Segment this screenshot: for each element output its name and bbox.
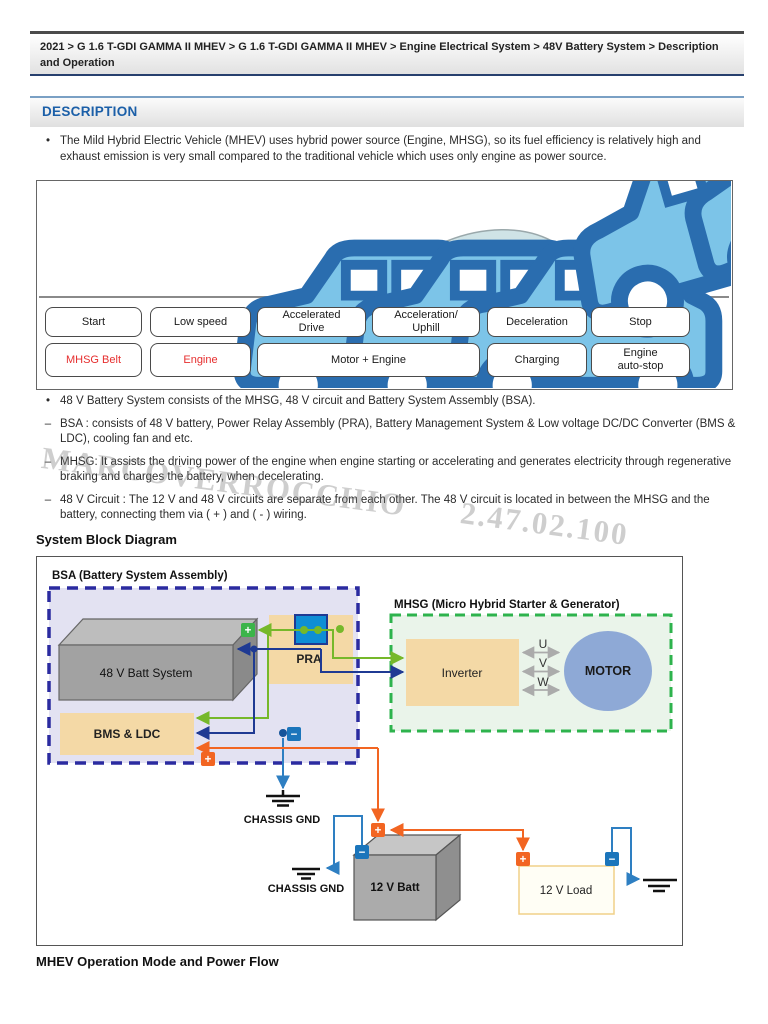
chassis-gnd-label-1: CHASSIS GND — [244, 814, 320, 826]
bms-ldc-block: BMS & LDC — [60, 713, 194, 755]
plus-terminal-icon — [201, 752, 215, 766]
battery-12v-block: 12 V Batt — [352, 833, 462, 922]
mode-cell-stop: Stop — [591, 307, 690, 337]
plus-sign: + — [205, 754, 212, 766]
inverter-label: Inverter — [442, 666, 483, 680]
power-cell-mhsg-belt: MHSG Belt — [45, 343, 142, 377]
minus-sign: − — [291, 729, 298, 741]
mode-cell-start: Start — [45, 307, 142, 337]
chassis-ground-icon — [292, 867, 320, 880]
mode-cell-accelerated-drive: Accelerated Drive — [257, 307, 366, 337]
relay-contact-dot — [300, 626, 308, 634]
mhsg-title: MHSG (Micro Hybrid Starter & Generator) — [394, 599, 620, 611]
phase-u-label: U — [539, 637, 548, 651]
bullet-marker: – — [44, 455, 52, 468]
chassis-gnd-label-2: CHASSIS GND — [268, 883, 344, 895]
pra-label: PRA — [296, 652, 322, 666]
power-cell-charging: Charging — [487, 343, 587, 377]
bullet-text: BSA : consists of 48 V battery, Power Re… — [60, 417, 736, 446]
driving-mode-illustration — [39, 181, 731, 388]
bullet-text: MHSG: It assists the driving power of th… — [60, 455, 732, 484]
bsa-title: BSA (Battery System Assembly) — [52, 570, 228, 582]
list-item: – BSA : consists of 48 V battery, Power … — [36, 417, 738, 448]
driving-mode-figure: Start Low speed Accelerated Drive Accele… — [36, 180, 733, 390]
relay-contact-dot — [314, 626, 322, 634]
relay-contact-dot — [336, 625, 344, 633]
bullet-text: 48 V Circuit : The 12 V and 48 V circuit… — [60, 493, 710, 522]
bullet-text: The Mild Hybrid Electric Vehicle (MHEV) … — [60, 135, 701, 163]
plus-sign: + — [520, 854, 527, 866]
section-header: DESCRIPTION — [30, 96, 744, 127]
system-block-diagram-svg: BSA (Battery System Assembly) MHSG (Micr… — [47, 570, 677, 922]
list-item: – MHSG: It assists the driving power of … — [36, 455, 738, 486]
motor-label: MOTOR — [585, 664, 631, 678]
bullet-marker: – — [44, 417, 52, 430]
top-divider-bar — [30, 31, 744, 34]
intro-bullet: • The Mild Hybrid Electric Vehicle (MHEV… — [36, 134, 738, 172]
bullet-marker: • — [45, 135, 51, 147]
mode-cell-low-speed: Low speed — [150, 307, 251, 337]
bullet-marker: – — [44, 493, 52, 506]
battery-12v-label: 12 V Batt — [370, 882, 419, 894]
power-cell-engine-auto-stop: Engine auto-stop — [591, 343, 690, 377]
inverter-block: Inverter — [406, 639, 519, 706]
plus-terminal-icon — [371, 823, 385, 837]
power-cell-engine: Engine — [150, 343, 251, 377]
chassis-ground-icon — [643, 878, 677, 893]
junction-dot — [279, 729, 287, 737]
motor-circle: MOTOR — [564, 631, 652, 711]
bullet-marker: • — [45, 395, 51, 407]
junction-dot — [250, 645, 258, 653]
load-12v-block: 12 V Load — [518, 865, 615, 915]
footer-heading: MHEV Operation Mode and Power Flow — [36, 954, 279, 969]
minus-sign: − — [359, 847, 366, 859]
block-diagram-heading: System Block Diagram — [36, 532, 177, 547]
phase-arrows — [521, 646, 561, 697]
chassis-ground-icon — [266, 790, 300, 807]
battery-48v-label: 48 V Batt System — [100, 666, 193, 680]
power-cell-motor-engine: Motor + Engine — [257, 343, 480, 377]
minus-terminal-icon — [287, 727, 301, 741]
minus-sign: − — [609, 854, 616, 866]
battery-48v-block: 48 V Batt System — [57, 617, 259, 702]
phase-v-label: V — [539, 656, 547, 670]
list-item: • 48 V Battery System consists of the MH… — [36, 394, 738, 410]
plus-sign: + — [375, 825, 382, 837]
list-item: – 48 V Circuit : The 12 V and 48 V circu… — [36, 493, 738, 524]
bullet-list: • 48 V Battery System consists of the MH… — [36, 394, 738, 531]
minus-terminal-icon — [355, 845, 369, 859]
phase-w-label: W — [537, 675, 549, 689]
mode-cell-deceleration: Deceleration — [487, 307, 587, 337]
load-12v-label: 12 V Load — [540, 885, 592, 897]
wire-12v-negative — [276, 738, 641, 886]
breadcrumb: 2021 > G 1.6 T-GDI GAMMA II MHEV > G 1.6… — [30, 34, 744, 76]
system-block-diagram: BSA (Battery System Assembly) MHSG (Micr… — [36, 556, 683, 946]
wire-12v-positive — [195, 741, 530, 852]
plus-terminal-icon — [241, 623, 255, 637]
minus-terminal-icon — [605, 852, 619, 866]
plus-sign: + — [245, 625, 252, 637]
plus-terminal-icon — [516, 852, 530, 866]
mode-cell-acceleration-uphill: Acceleration/ Uphill — [372, 307, 480, 337]
bms-ldc-label: BMS & LDC — [94, 727, 161, 741]
bullet-text: 48 V Battery System consists of the MHSG… — [60, 395, 536, 407]
